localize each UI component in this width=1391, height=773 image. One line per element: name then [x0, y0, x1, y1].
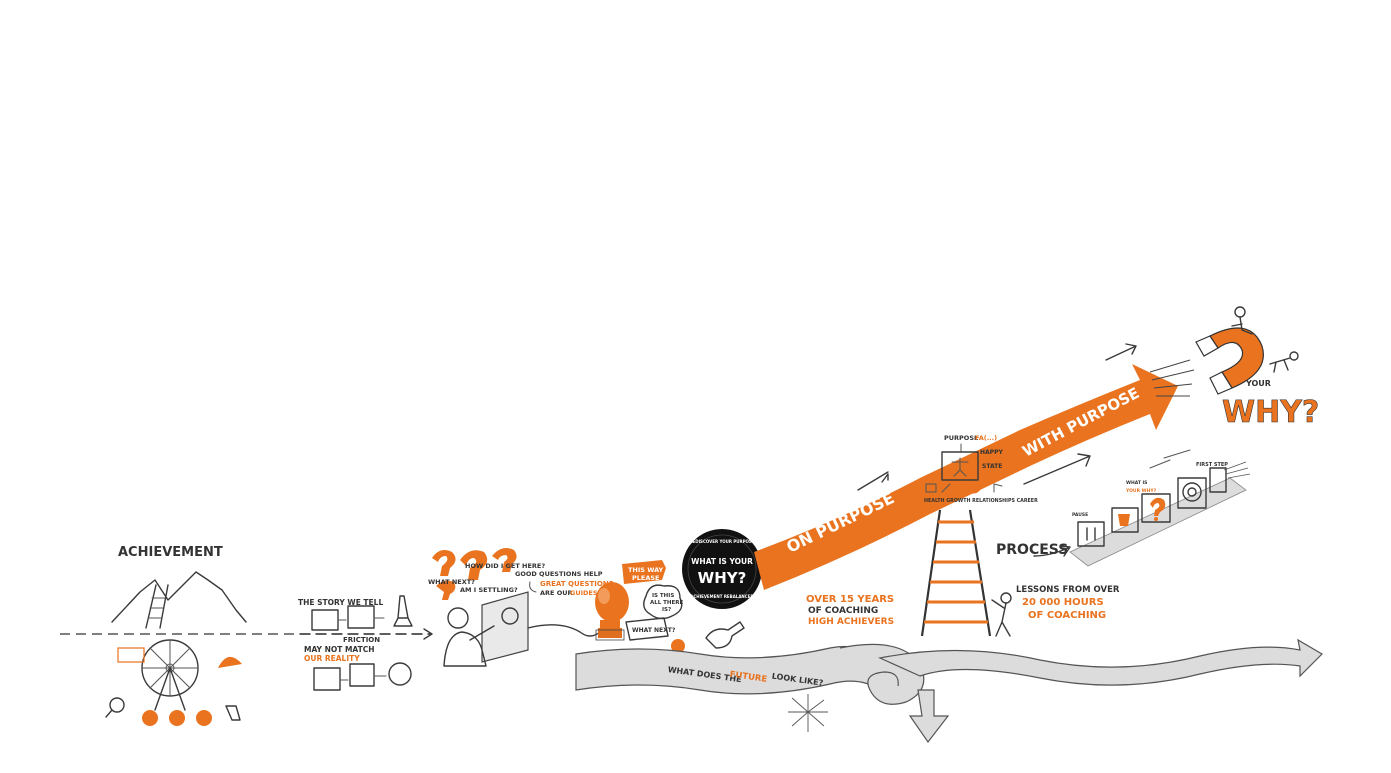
- badge-line2: WHY?: [698, 569, 747, 587]
- step-first: FIRST STEP: [1196, 462, 1228, 468]
- tall-ladder: [920, 509, 1012, 637]
- weight-icon: [225, 705, 241, 721]
- thought-all-there: ALL THERE: [650, 600, 684, 606]
- reflecting-person: [443, 607, 519, 667]
- purpose-labels: HEALTH GROWTH RELATIONSHIPS CAREER: [924, 498, 1038, 504]
- question-mark-icon: [432, 550, 456, 576]
- purpose-title-suffix: FA(...): [975, 434, 997, 442]
- coaching-line3: HIGH ACHIEVERS: [808, 617, 894, 627]
- down-arrow: [908, 689, 950, 744]
- small-arrow-icon: [1105, 343, 1137, 361]
- step-what-is: WHAT IS: [1126, 480, 1147, 486]
- ferris-wheel: [141, 639, 199, 711]
- questions-help: GOOD QUESTIONS HELP: [515, 570, 603, 578]
- magnet-section: YOUR WHY?: [1195, 306, 1320, 430]
- future-ribbon: WHAT DOES THE FUTURE LOOK LIKE?: [575, 638, 1323, 744]
- purpose-state: STATE: [982, 463, 1002, 470]
- process-line1: LESSONS FROM OVER: [1016, 585, 1120, 595]
- achievement-title: ACHIEVEMENT: [118, 545, 223, 560]
- steps-section: PAUSE WHAT IS YOUR WHY? FIRST STEP: [1069, 449, 1251, 567]
- coaching-section: OVER 15 YEARS OF COACHING HIGH ACHIEVERS: [806, 594, 894, 627]
- big-purpose-arrow: ON PURPOSE WITH PURPOSE: [754, 343, 1195, 590]
- purpose-title: PURPOSE: [944, 434, 978, 442]
- story-section: THE STORY WE TELL FRICTION MAY NOT MATCH…: [298, 595, 433, 691]
- badge-bottom: ACHIEVEMENT REBALANCED: [690, 594, 754, 599]
- orange-note: [117, 647, 145, 663]
- purpose-happy: HAPPY: [980, 449, 1003, 456]
- questions-are-our: ARE OUR: [540, 589, 573, 597]
- starburst-icon: [788, 694, 828, 732]
- paper-what-next: WHAT NEXT?: [632, 627, 676, 634]
- step-pause: PAUSE: [1072, 512, 1088, 518]
- magnet-your: YOUR: [1245, 379, 1271, 388]
- question-settling: AM I SETTLING?: [460, 586, 518, 594]
- friction-label: FRICTION: [343, 636, 380, 644]
- step-block: [1209, 467, 1227, 493]
- bust-block: [1111, 507, 1139, 533]
- small-ladder: [145, 584, 169, 629]
- sign-line1: THIS WAY: [628, 566, 664, 574]
- boxing-glove-icon: [595, 582, 629, 641]
- achievement-icons: [105, 697, 241, 726]
- target-block: [1177, 477, 1207, 509]
- achievement-section: ACHIEVEMENT: [60, 545, 430, 726]
- story-line3: OUR REALITY: [304, 654, 360, 663]
- small-arrow-icon: [1023, 453, 1091, 485]
- purpose-board: PURPOSE FA(...) HAPPY STATE HEALTH GROWT…: [924, 434, 1038, 504]
- mirror-frame: [481, 591, 529, 663]
- reality-circle: [388, 662, 412, 686]
- question-mark-icon: [436, 580, 456, 600]
- what-is-your-why-badge: REDISCOVER YOUR PURPOSE WHAT IS YOUR WHY…: [682, 529, 762, 609]
- orange-dome: [218, 656, 242, 668]
- purpose-frame: [941, 451, 979, 481]
- reality-frame: [313, 667, 341, 691]
- process-line3: OF COACHING: [1028, 610, 1106, 621]
- thought-bubble: [643, 584, 683, 620]
- process-line2: 20 000 HOURS: [1022, 597, 1104, 608]
- coaching-line2: OF COACHING: [808, 606, 878, 616]
- what-next-paper: [625, 617, 669, 641]
- story-line1: THE STORY WE TELL: [298, 598, 383, 607]
- story-frame: [311, 609, 339, 631]
- orange-circle-icon: [196, 710, 212, 726]
- question-mark-icon: [492, 548, 517, 572]
- magnifier-icon: [109, 697, 125, 713]
- questions-section: HOW DID I GET HERE? WHAT NEXT? AM I SETT…: [428, 548, 614, 667]
- telescope-hand: [705, 621, 745, 649]
- story-line2: MAY NOT MATCH: [304, 645, 375, 654]
- orange-circle-icon: [169, 710, 185, 726]
- reality-frame: [349, 663, 375, 687]
- question-next: WHAT NEXT?: [428, 578, 475, 586]
- sign-board: [622, 560, 666, 584]
- questions-guides: GUIDES: [570, 589, 598, 597]
- question-block: [1141, 493, 1171, 523]
- orange-question-icon: [1150, 497, 1166, 516]
- badge-line1: WHAT IS YOUR: [691, 557, 753, 566]
- mountains: [111, 571, 247, 623]
- boxing-glove-section: THIS WAY PLEASE IS THIS ALL THERE IS? WH…: [595, 560, 745, 653]
- orange-circle-icon: [142, 710, 158, 726]
- process-section: PROCESS LESSONS FROM OVER 20 000 HOURS O…: [996, 542, 1120, 621]
- question-mark-icon: [460, 550, 488, 580]
- question-how: HOW DID I GET HERE?: [465, 562, 545, 570]
- thought-is-this: IS THIS: [652, 593, 674, 599]
- infinity-icon: [954, 481, 985, 494]
- statue-icon: [393, 595, 413, 627]
- questions-great: GREAT QUESTIONS: [540, 580, 614, 588]
- magnet-why: WHY?: [1222, 395, 1319, 430]
- orange-shield-icon: [671, 639, 685, 653]
- story-frame: [347, 605, 375, 629]
- step-your-why: YOUR WHY?: [1125, 488, 1157, 494]
- process-title: PROCESS: [996, 542, 1068, 558]
- badge-top: REDISCOVER YOUR PURPOSE: [689, 539, 754, 544]
- speed-lines: [1149, 359, 1195, 397]
- coaching-line1: OVER 15 YEARS: [806, 594, 894, 605]
- small-arrow-icon: [857, 471, 889, 491]
- sign-line2: PLEASE: [632, 574, 660, 582]
- pause-block: [1077, 521, 1105, 547]
- thought-is: IS?: [662, 607, 671, 613]
